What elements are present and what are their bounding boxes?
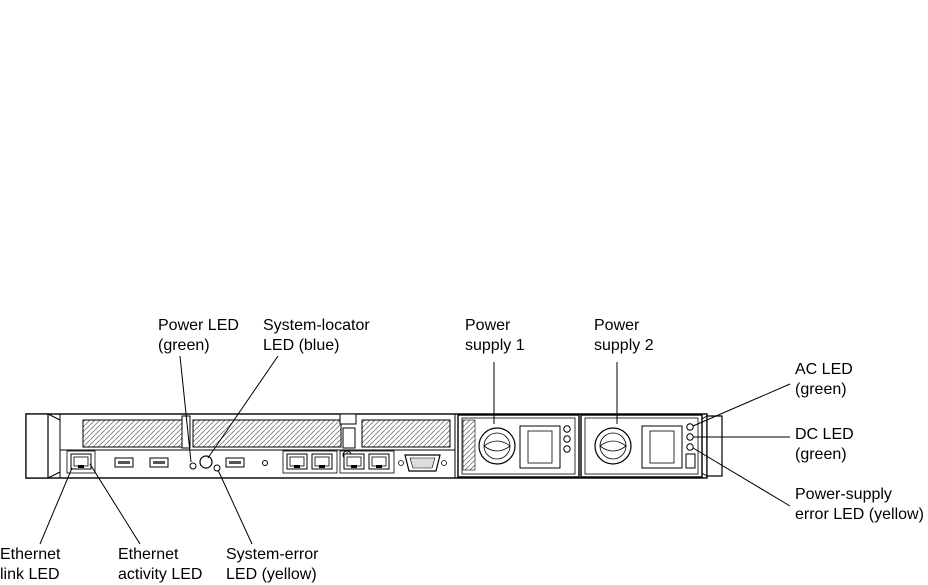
power-supply-error-led-label: Power-supply error LED (yellow) [795,486,924,523]
power-supply-1-unit [457,414,580,478]
leader-ethernet-activity-led [89,463,141,545]
power-supply-2-label: Power supply 2 [594,317,654,354]
dc-led-label: DC LED (green) [795,426,854,463]
ethernet-link-led-label: Ethernet link LED [0,546,61,583]
power-led-label: Power LED (green) [158,317,239,354]
ethernet-activity-led-label: Ethernet activity LED [118,546,203,583]
leader-ac-led [692,383,791,427]
leader-system-error-led [217,469,253,545]
leader-ethernet-link-led [39,467,73,545]
power-supply-2-unit [580,414,703,478]
power-supply-1-label: Power supply 1 [465,317,525,354]
leader-system-locator-led [207,355,279,459]
leader-power-led [179,355,192,463]
system-locator-led-label: System-locator LED (blue) [263,317,370,354]
ac-led-label: AC LED (green) [795,361,853,398]
leader-power-supply-error-led [692,447,791,507]
pcie-slot-covers [60,413,455,460]
system-error-led-label: System-error LED (yellow) [226,546,319,583]
callout-lines [39,355,791,545]
rear-io-ports [66,450,447,474]
